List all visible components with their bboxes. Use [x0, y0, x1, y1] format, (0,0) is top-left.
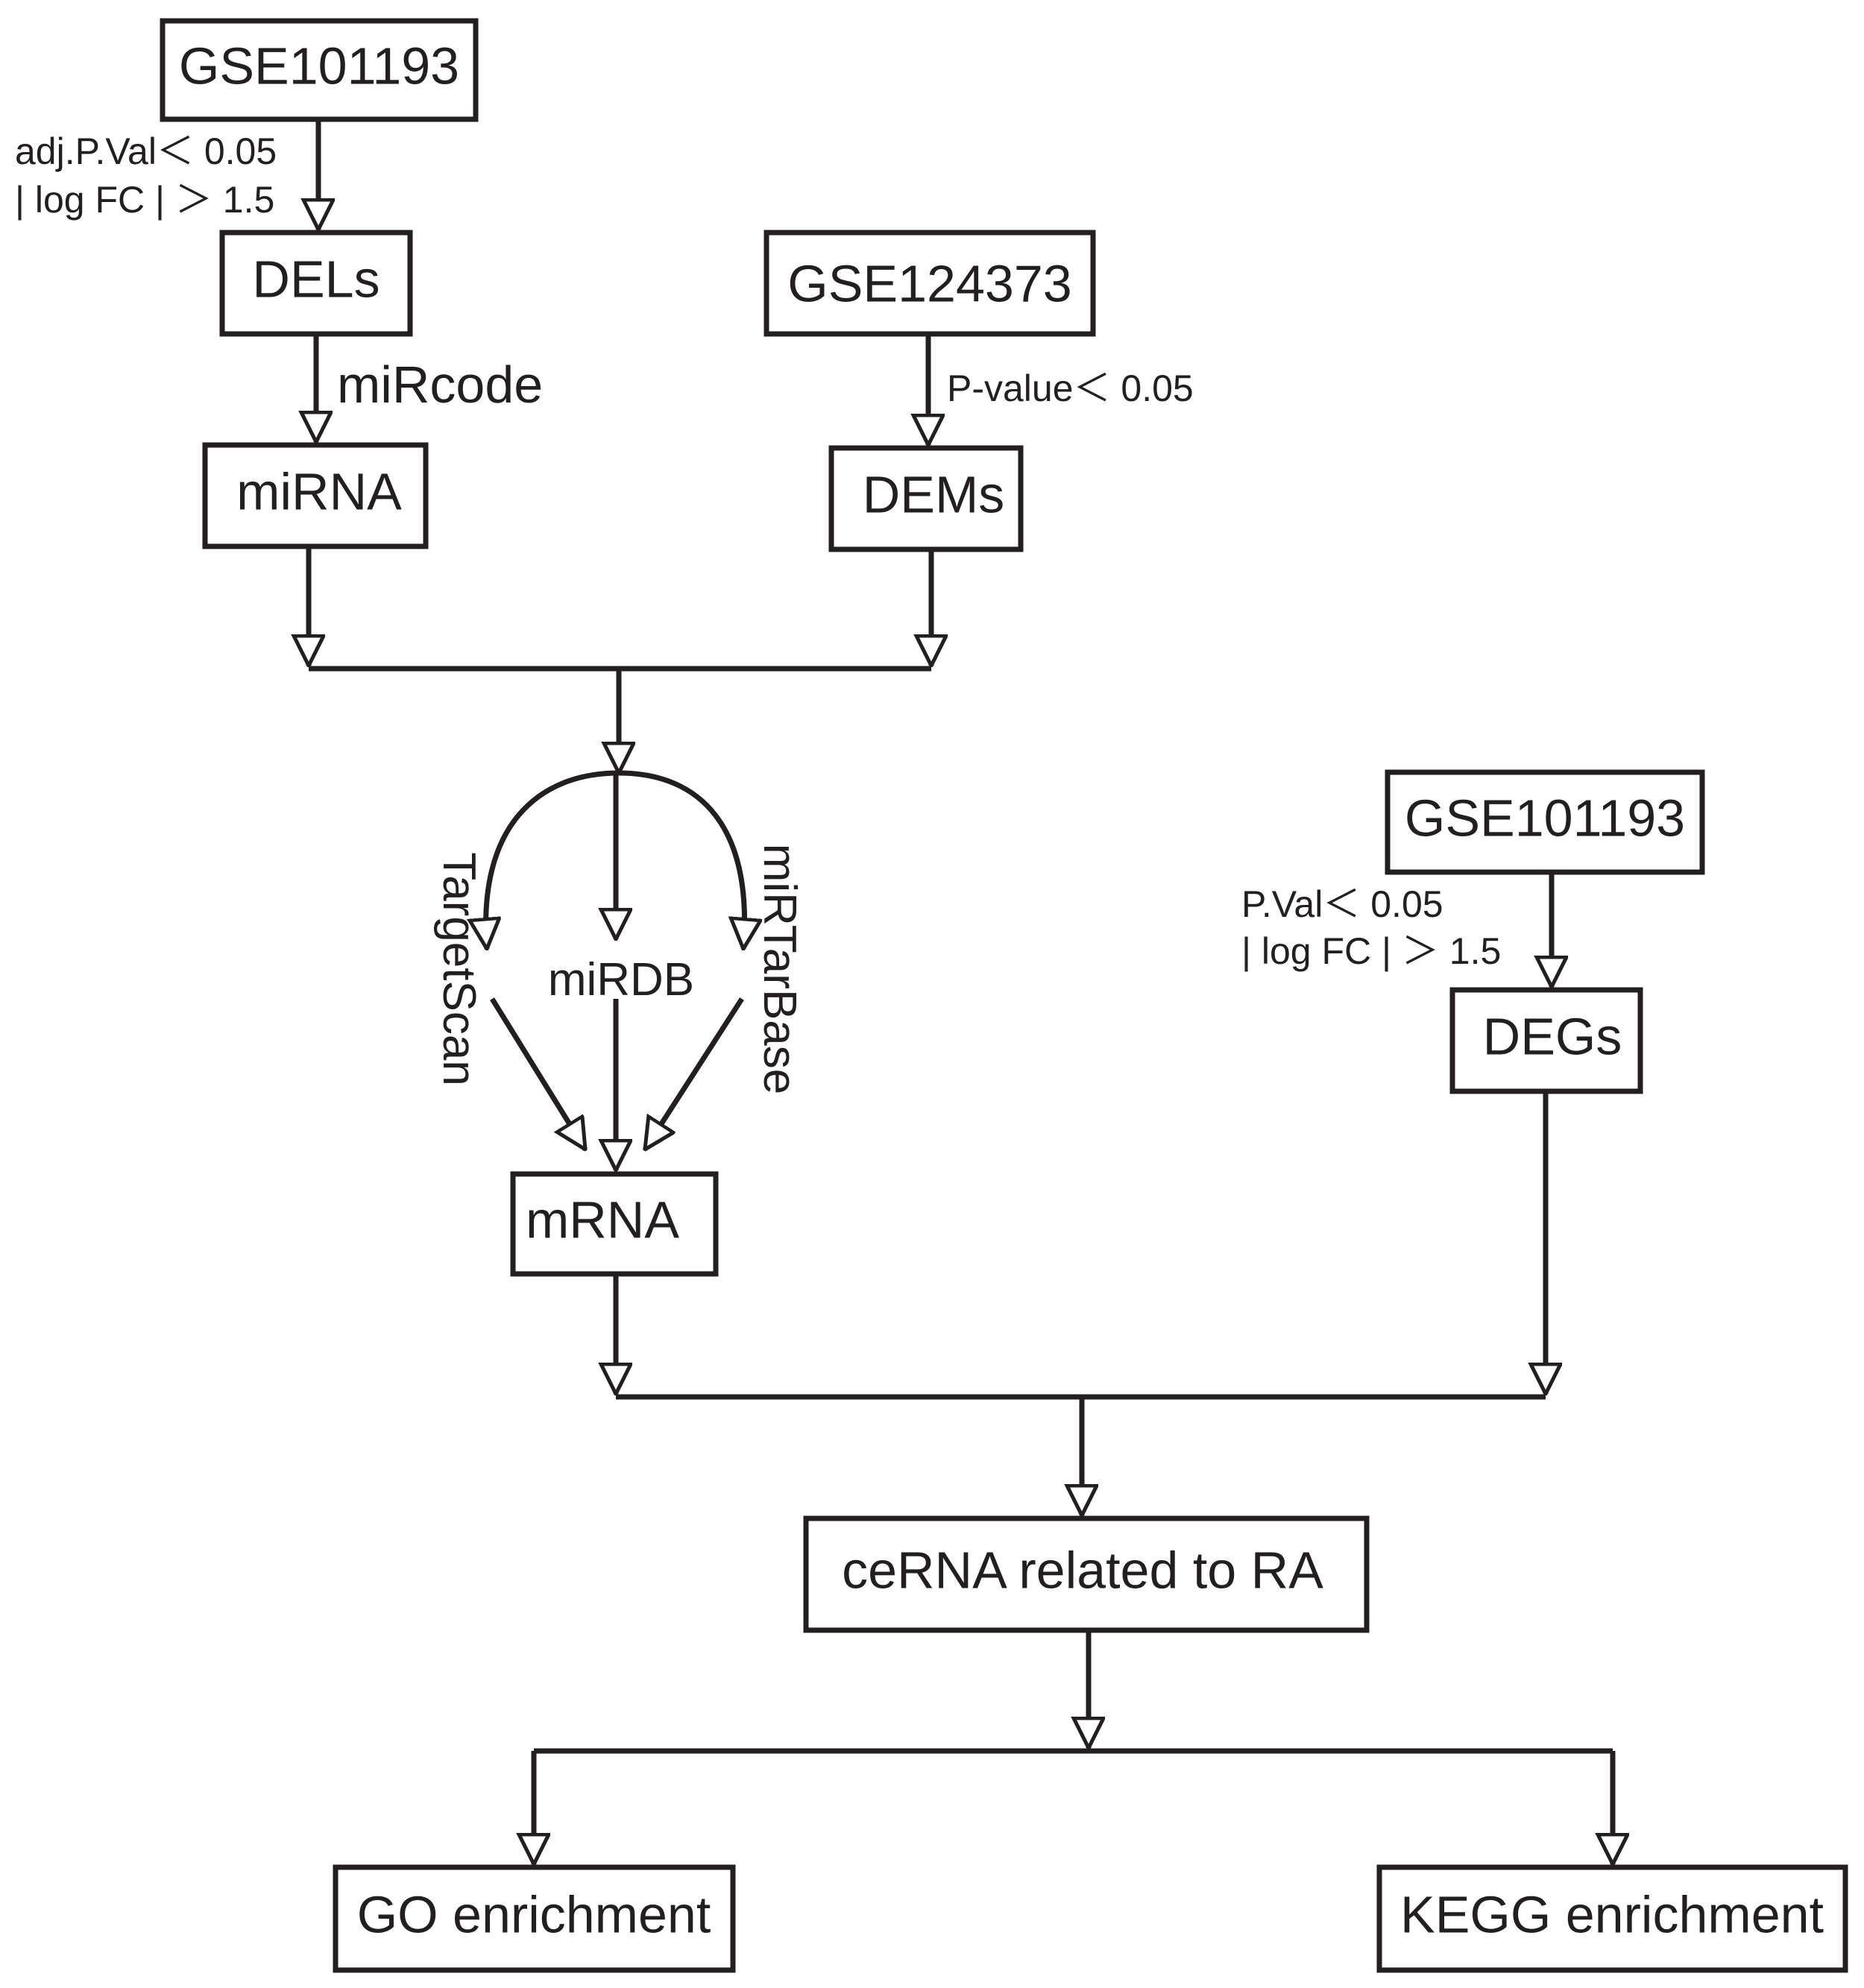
degs-filter-line2: | log FC | ＞ 1.5	[1241, 930, 1501, 972]
mirtarbase-label: miRTarBase	[754, 844, 805, 1095]
go-enrichment-box	[333, 1864, 736, 1973]
dels-label: DELs	[252, 250, 380, 308]
mirna-label: miRNA	[236, 462, 402, 520]
gse101193-right-box	[1385, 769, 1705, 875]
targetscan-label: TargetScan	[433, 852, 485, 1086]
branch-to-targetscan	[486, 770, 620, 949]
mirna-box	[202, 442, 429, 549]
branch-to-mirtarbase	[618, 770, 745, 949]
gse101193-top-label: GSE101193	[179, 37, 459, 95]
degs-filter-line1: P.Val＜ 0.05	[1241, 883, 1443, 925]
dems-filter-label: P-value＜ 0.05	[947, 367, 1194, 409]
arrow-mirtarbase-to-mrna	[645, 997, 744, 1149]
kegg-enrichment-label: KEGG enrichment	[1400, 1885, 1824, 1943]
gse124373-label: GSE124373	[787, 254, 1071, 312]
arrow-targetscan-to-mrna	[490, 997, 588, 1149]
mirdb-label: miRDB	[548, 954, 694, 1006]
mircode-label: miRcode	[337, 356, 543, 414]
dels-filter-line2: | log FC | ＞ 1.5	[15, 179, 274, 221]
mrna-label: mRNA	[526, 1190, 679, 1249]
go-enrichment-label: GO enrichment	[357, 1885, 711, 1943]
gse101193-right-label: GSE101193	[1405, 789, 1685, 847]
dels-filter-line1: adj.P.Val＜ 0.05	[15, 130, 277, 172]
degs-label: DEGs	[1483, 1007, 1622, 1065]
kegg-enrichment-box	[1376, 1864, 1848, 1973]
dems-box	[828, 445, 1024, 552]
dems-label: DEMs	[863, 465, 1005, 523]
cerna-label: ceRNA related to RA	[842, 1541, 1323, 1599]
